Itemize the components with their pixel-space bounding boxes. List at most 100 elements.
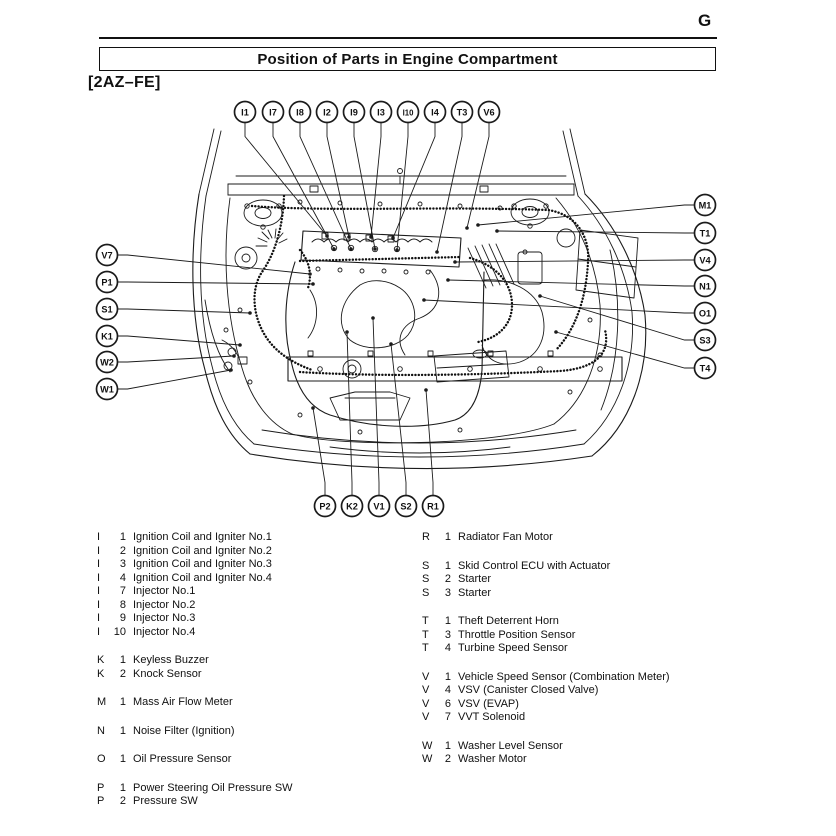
- svg-text:T4: T4: [700, 363, 712, 373]
- callout-P1: P1: [95, 270, 315, 294]
- legend-letter: I: [97, 531, 101, 543]
- svg-text:S3: S3: [699, 335, 710, 345]
- svg-text:I7: I7: [269, 107, 277, 117]
- legend-num: 7: [444, 711, 451, 723]
- legend-num: 2: [119, 544, 126, 557]
- callout-W1: W1: [95, 368, 233, 401]
- svg-text:W2: W2: [100, 357, 114, 367]
- legend-letter: S: [422, 559, 430, 572]
- svg-text:T3: T3: [457, 107, 468, 117]
- legend-desc: VSV (Canister Closed Valve): [458, 684, 599, 696]
- legend-desc: Injector No.4: [133, 625, 196, 638]
- legend-letter: S: [422, 586, 430, 599]
- legend-desc: Mass Air Flow Meter: [133, 696, 233, 708]
- legend-desc: Turbine Speed Sensor: [458, 642, 568, 654]
- legend-num: 1: [444, 531, 451, 543]
- engine-code-label: [2AZ–FE]: [88, 74, 161, 91]
- legend-letter: V: [422, 670, 430, 683]
- legend-letter: W: [422, 739, 433, 752]
- legend-desc: VVT Solenoid: [458, 711, 526, 723]
- legend-desc: Noise Filter (Ignition): [133, 724, 235, 737]
- callout-K2: K2: [340, 330, 364, 518]
- legend-desc: Ignition Coil and Igniter No.3: [133, 558, 272, 570]
- legend-row-V1: V 1 Vehicle Speed Sensor (Combination Mete…: [422, 671, 752, 685]
- engine-bay-illustration: [192, 128, 647, 470]
- page-title: Position of Parts in Engine Compartment: [99, 47, 716, 71]
- legend-group: V 1 Vehicle Speed Sensor (Combination Mete…: [422, 671, 752, 725]
- svg-text:I3: I3: [377, 107, 385, 117]
- legend-num: 1: [444, 670, 451, 683]
- legend-num: 7: [119, 585, 126, 597]
- legend-letter: P: [97, 795, 105, 807]
- legend-desc: Keyless Buzzer: [133, 654, 209, 666]
- legend-letter: M: [97, 696, 107, 708]
- svg-text:P2: P2: [319, 501, 330, 511]
- callout-T3: T3: [435, 100, 474, 254]
- legend-letter: N: [97, 724, 105, 737]
- legend-letter: K: [97, 667, 105, 680]
- callout-I1: I1: [233, 100, 329, 238]
- svg-text:I8: I8: [296, 107, 304, 117]
- legend-desc: Starter: [458, 573, 492, 585]
- legend-desc: Vehicle Speed Sensor (Combination Meter): [458, 670, 670, 683]
- legend-num: 4: [444, 684, 451, 696]
- legend-desc: Pressure SW: [133, 795, 198, 807]
- legend-letter: T: [422, 615, 429, 627]
- legend-letter: R: [422, 531, 430, 543]
- legend-num: 6: [444, 697, 451, 710]
- svg-text:I1: I1: [241, 107, 249, 117]
- legend-num: 8: [119, 598, 126, 611]
- legend-letter: V: [422, 697, 430, 710]
- legend-num: 2: [119, 667, 126, 680]
- callout-I9: I9: [342, 100, 377, 251]
- legend-letter: I: [97, 571, 101, 584]
- svg-text:V4: V4: [699, 255, 711, 265]
- callout-T1: T1: [495, 221, 717, 245]
- callout-V4: V4: [453, 248, 717, 272]
- legend-desc: Theft Deterrent Horn: [458, 615, 559, 627]
- svg-text:V1: V1: [373, 501, 384, 511]
- svg-text:S2: S2: [400, 501, 411, 511]
- callout-V1: V1: [367, 316, 391, 518]
- legend-letter: K: [97, 654, 105, 666]
- svg-text:P1: P1: [101, 277, 112, 287]
- legend-desc: Ignition Coil and Igniter No.4: [133, 571, 272, 584]
- callout-I2: I2: [315, 100, 351, 239]
- callout-W2: W2: [95, 350, 236, 374]
- callout-S1: S1: [95, 297, 252, 321]
- svg-text:S1: S1: [101, 304, 112, 314]
- callout-S3: S3: [538, 294, 717, 352]
- legend-desc: Skid Control ECU with Actuator: [458, 559, 611, 572]
- legend-num: 2: [444, 753, 451, 765]
- legend-letter: I: [97, 544, 101, 557]
- callout-I4: I4: [391, 100, 447, 240]
- legend-desc: Starter: [458, 586, 492, 599]
